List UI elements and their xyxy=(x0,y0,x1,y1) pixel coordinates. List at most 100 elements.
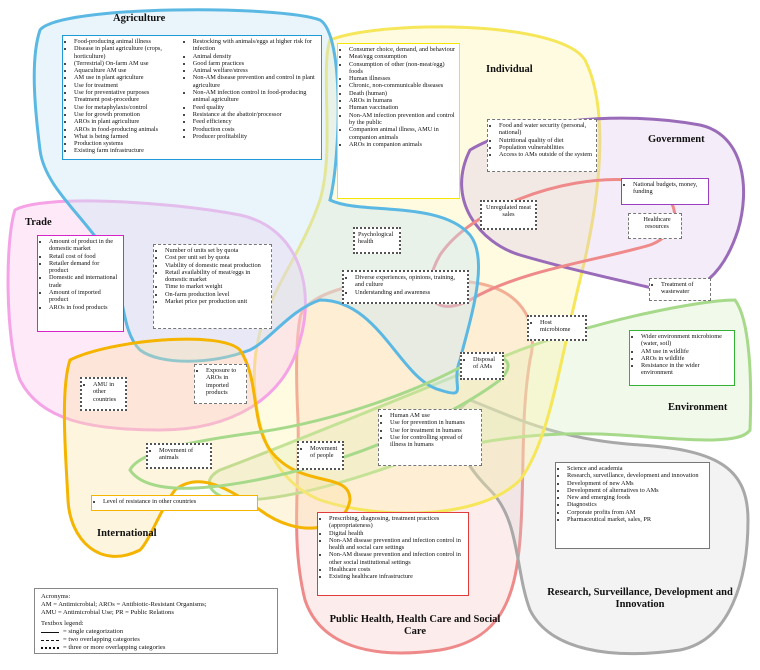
trade-items-item: Domestic and international trade xyxy=(49,274,120,289)
trade-agriculture-list: Number of units set by quotaCost per uni… xyxy=(157,247,268,305)
research-items-item: Science and academia xyxy=(567,465,706,472)
trade-items-item: AROs in food products xyxy=(49,304,120,311)
trade-items-item: Amount of imported product xyxy=(49,289,120,304)
legend-two-text: = two overlapping categories xyxy=(63,636,140,643)
agriculture-list-right: Restocking with animals/eggs at higher r… xyxy=(185,38,318,157)
agriculture-left-item: AROs in food-producing animals xyxy=(74,126,181,133)
human-use-item: Human AM use xyxy=(390,412,478,419)
diverse-item: Diverse experiences, opinions, training,… xyxy=(355,274,464,289)
human-am-use-box: Human AM useUse for prevention in humans… xyxy=(378,409,482,466)
legend-three-text: = three or more overlapping categories xyxy=(63,644,166,651)
movement-animals-list: Movement of animals xyxy=(151,447,207,462)
environment-list: Wider environment microbiome (water, soi… xyxy=(633,333,731,377)
government-title: Government xyxy=(648,134,705,145)
government-individual-list: Food and water security (personal, natio… xyxy=(491,122,593,158)
agriculture-left-item: What is being farmed xyxy=(74,133,181,140)
trade-agri-item: On-farm production level xyxy=(165,291,268,298)
public-health-items-item: Prescribing, diagnosing, treatment pract… xyxy=(329,515,465,530)
individual-items-item: AROs in humans xyxy=(349,97,456,104)
dashed-line-swatch xyxy=(41,639,59,641)
movement-band-region xyxy=(128,355,510,490)
research-items-item: Research, surveillance, development and … xyxy=(567,472,706,479)
research-title: Research, Surveillance, Development and … xyxy=(547,587,733,610)
research-items-item: Development of new AMs xyxy=(567,480,706,487)
trade-agri-item: Number of units set by quota xyxy=(165,247,268,254)
individual-items-item: Consumption of other (non-meat/egg) food… xyxy=(349,61,456,76)
agriculture-right-item: Resistance at the abattoir/processor xyxy=(193,111,318,118)
agriculture-left-item: Use for metaphylaxis/control xyxy=(74,104,181,111)
public-health-items-item: Non-AM disease prevention and infection … xyxy=(329,551,465,566)
trade-agri-item: Time to market weight xyxy=(165,283,268,290)
trade-agri-item: Viability of domestic meat production xyxy=(165,262,268,269)
individual-items-item: Chronic, non-communicable diseases xyxy=(349,82,456,89)
individual-items-item: Human vaccination xyxy=(349,104,456,111)
agriculture-left-item: Use for treatment xyxy=(74,82,181,89)
individual-items-item: Companion animal illness, AMU in compani… xyxy=(349,126,456,141)
host-microbiome-list: Host microbiome xyxy=(532,319,582,334)
movement-people-list: Movement of people xyxy=(302,445,339,460)
human-use-item: Use for prevention in humans xyxy=(390,419,478,426)
agriculture-title: Agriculture xyxy=(113,13,166,24)
legend-three: = three or more overlapping categories xyxy=(41,644,271,652)
environment-items-item: Resistance in the wider environment xyxy=(641,362,731,377)
diverse-experiences-box: Diverse experiences, opinions, training,… xyxy=(342,270,469,304)
gov-individual-item: Access to AMs outside of the system xyxy=(499,151,593,158)
agriculture-list-left: Food-producing animal illnessDisease in … xyxy=(66,38,181,157)
amu-other-countries-list: AMU in other countries xyxy=(85,381,122,403)
trade-items-item: Amount of product in the domestic market xyxy=(49,238,120,253)
agriculture-right-item: Production costs xyxy=(193,126,318,133)
individual-items-item: Death (human) xyxy=(349,90,456,97)
research-box: Science and academiaResearch, surveillan… xyxy=(555,462,710,549)
wastewater-list: Treatment of wastewater xyxy=(653,281,707,296)
trade-agri-item: Retail availability of meat/eggs in dome… xyxy=(165,269,268,284)
agriculture-right-item: Good farm practices xyxy=(193,60,318,67)
agriculture-right-item: Feed efficiency xyxy=(193,118,318,125)
legend-box: Acronyms: AM = Antimicrobial; AROs = Ant… xyxy=(34,588,278,654)
host-microbiome-item: Host microbiome xyxy=(540,319,582,334)
movement-people-box: Movement of people xyxy=(297,441,344,470)
trade-agri-item: Market price per production unit xyxy=(165,298,268,305)
public-health-items-item: Non-AM disease prevention and infection … xyxy=(329,537,465,552)
wastewater-box: Treatment of wastewater xyxy=(649,278,711,301)
individual-list: Consumer choice, demand, and behaviourMe… xyxy=(341,46,456,148)
individual-items-item: AROs in companion animals xyxy=(349,141,456,148)
individual-items-item: Consumer choice, demand, and behaviour xyxy=(349,46,456,53)
legend-single: = single categorization xyxy=(41,628,271,636)
gov-individual-item: Food and water security (personal, natio… xyxy=(499,122,593,137)
public-health-box: Prescribing, diagnosing, treatment pract… xyxy=(317,512,469,596)
individual-items-item: Meat/egg consumption xyxy=(349,53,456,60)
movement-animals-box: Movement of animals xyxy=(146,443,212,469)
textbox-legend-title: Textbox legend: xyxy=(41,620,84,627)
human-use-item: Use for controlling spread of illness in… xyxy=(390,434,478,449)
amu-other-countries-box: AMU in other countries xyxy=(80,377,127,411)
research-items-item: Pharmaceutical market, sales, PR xyxy=(567,516,706,523)
individual-title: Individual xyxy=(486,64,533,75)
environment-items-item: Wider environment microbiome (water, soi… xyxy=(641,333,731,348)
amu-other-countries-item: AMU in other countries xyxy=(93,381,122,403)
trade-agri-item: Cost per unit set by quota xyxy=(165,254,268,261)
agriculture-right-item: Producer profitability xyxy=(193,133,318,140)
agriculture-right-item: Non-AM infection control in food-produci… xyxy=(193,89,318,104)
wastewater-item: Treatment of wastewater xyxy=(661,281,707,296)
trade-items-item: Retailer demand for product xyxy=(49,260,120,275)
government-items-item: National budgets, money, funding xyxy=(633,181,705,196)
disposal-list: Disposal of AMs xyxy=(465,356,499,371)
legend-single-text: = single categorization xyxy=(63,628,124,635)
diverse-experiences-list: Diverse experiences, opinions, training,… xyxy=(347,274,464,296)
individual-items-item: Non-AM infection prevention and control … xyxy=(349,112,456,127)
agriculture-left-item: Food-producing animal illness xyxy=(74,38,181,45)
agriculture-right-item: Feed quality xyxy=(193,104,318,111)
disposal-item: Disposal of AMs xyxy=(473,356,499,371)
diverse-item: Understanding and awareness xyxy=(355,289,464,296)
acronyms-title: Acronyms: xyxy=(41,593,71,600)
healthcare-link-region xyxy=(428,178,677,308)
healthcare-resources-box: Healthcare resources xyxy=(628,213,682,239)
environment-items-item: AROs in wildlife xyxy=(641,355,731,362)
movement-animals-item: Movement of animals xyxy=(159,447,207,462)
trade-box: Amount of product in the domestic market… xyxy=(37,235,124,332)
government-list: National budgets, money, funding xyxy=(625,181,705,196)
human-am-use-list: Human AM useUse for prevention in humans… xyxy=(382,412,478,448)
level-resistance-item: Level of resistance in other countries xyxy=(103,498,254,505)
agriculture-left-item: Existing farm infrastructure xyxy=(74,147,181,154)
agriculture-left-item: (Terrestrial) On-farm AM use xyxy=(74,60,181,67)
